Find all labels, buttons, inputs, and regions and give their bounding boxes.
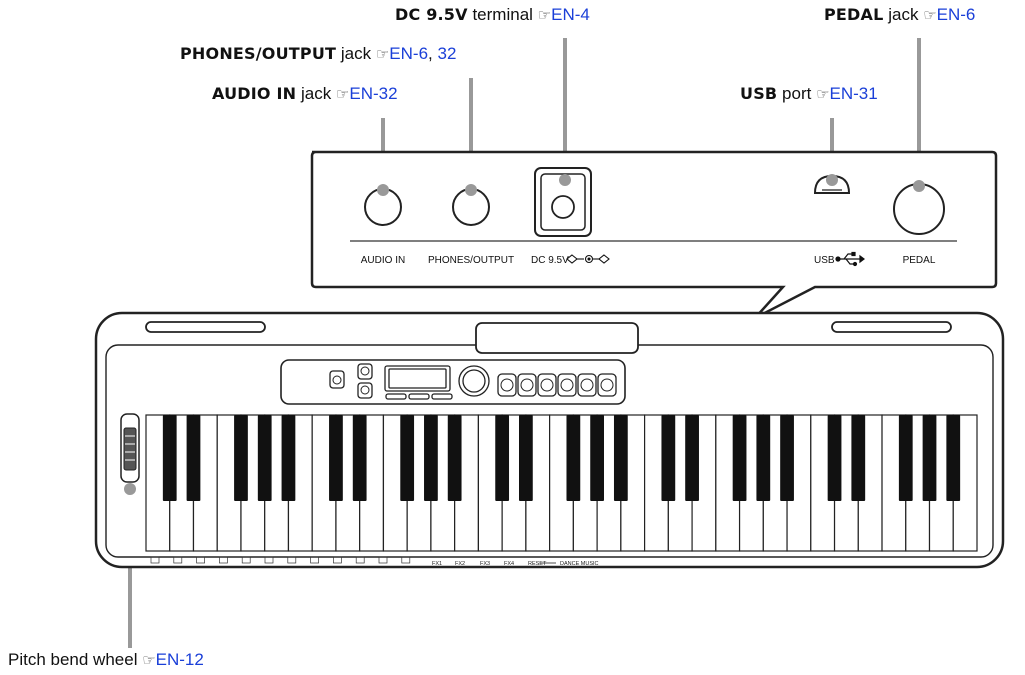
callout-name: PHONES/OUTPUT: [180, 44, 337, 63]
panel-label-dc: DC 9.5V: [531, 255, 569, 266]
reference-hand-icon: ☞: [816, 86, 830, 103]
reference-hand-icon: ☞: [537, 7, 552, 24]
tone-icon: [241, 556, 251, 564]
dc-terminal: [551, 195, 575, 219]
black-key: [352, 415, 367, 501]
black-key: [661, 415, 676, 501]
page-reference-link[interactable]: EN-31: [829, 84, 878, 103]
black-key: [495, 415, 510, 501]
callout-dc-terminal: DC 9.5V terminal ☞EN-4: [395, 5, 590, 24]
black-key: [780, 415, 794, 501]
key-function-label: RESET: [528, 561, 547, 567]
usb-symbol-icon: [835, 251, 865, 267]
black-key: [519, 415, 533, 501]
callout-pedal-jack: PEDAL jack ☞EN-6: [824, 5, 976, 24]
speaker-grille-right: [831, 321, 952, 333]
panel-label-usb: USB: [814, 255, 835, 266]
tone-icon: [333, 556, 342, 564]
black-key: [424, 415, 438, 501]
lcd-display: [384, 365, 451, 392]
reference-hand-icon: ☞: [923, 7, 937, 24]
tone-icon: [264, 556, 274, 564]
reference-hand-icon: ☞: [335, 86, 350, 103]
callout-name: USB: [740, 84, 778, 103]
black-key: [685, 415, 699, 501]
black-key: [329, 415, 343, 501]
callout-name: AUDIO IN: [212, 84, 297, 103]
piano-keys: [145, 414, 978, 552]
page-reference-link[interactable]: EN-32: [349, 84, 398, 103]
black-key: [732, 415, 747, 501]
callout-audio-in-jack: AUDIO IN jack ☞EN-32: [212, 84, 398, 103]
callout-usb-port: USB port ☞EN-31: [740, 84, 878, 103]
leader-dot: [124, 483, 136, 495]
black-key: [400, 415, 415, 501]
page-reference-link[interactable]: EN-6: [389, 44, 429, 63]
tone-icon: [196, 556, 205, 564]
black-key: [827, 415, 842, 501]
rear-panel-callout-box: [310, 150, 998, 320]
black-key: [162, 415, 177, 501]
leader-dot: [559, 174, 571, 186]
page-reference-link[interactable]: EN-4: [551, 5, 590, 24]
black-key: [898, 415, 913, 501]
tone-icon: [150, 556, 160, 564]
panel-label-phones-output: PHONES/OUTPUT: [428, 255, 514, 266]
tone-icon: [401, 556, 411, 564]
black-key: [851, 415, 866, 501]
page-reference-link[interactable]: 32: [437, 44, 457, 63]
page-reference-link[interactable]: EN-6: [936, 5, 976, 24]
black-key: [613, 415, 628, 501]
black-key: [566, 415, 581, 501]
music-stand-slot: [475, 322, 639, 354]
black-key: [281, 415, 296, 501]
key-function-label: FX2: [455, 561, 465, 567]
tone-icon: [378, 556, 388, 564]
tone-icon: [310, 556, 319, 564]
tone-icon: [173, 556, 183, 564]
key-function-label: FX1: [432, 561, 442, 567]
key-function-labels: FX1 FX2 FX3 FX4 RESET DANCE MUSIC: [150, 556, 599, 567]
callout-name: PEDAL: [824, 5, 884, 24]
black-key: [756, 415, 771, 501]
black-key: [447, 415, 462, 501]
key-function-label: DANCE MUSIC: [560, 561, 599, 567]
reference-hand-icon: ☞: [375, 46, 390, 63]
tone-icon: [355, 556, 365, 564]
panel-label-audio-in: AUDIO IN: [361, 255, 405, 266]
pitch-bend-wheel: [123, 427, 137, 471]
tone-icon: [219, 556, 228, 564]
black-key: [257, 415, 272, 501]
key-function-label: FX3: [480, 561, 490, 567]
callout-phones-output-jack: PHONES/OUTPUT jack ☞EN-6, 32: [180, 44, 457, 63]
black-key: [922, 415, 937, 501]
tone-icon: [287, 556, 297, 564]
page-reference-link[interactable]: EN-12: [155, 650, 204, 669]
panel-label-pedal: PEDAL: [903, 255, 936, 266]
dc-polarity-icon: [566, 254, 610, 264]
key-function-label: FX4: [504, 561, 514, 567]
black-key: [590, 415, 604, 501]
callout-name: DC 9.5V: [395, 5, 468, 24]
black-key: [234, 415, 248, 501]
black-key: [946, 415, 961, 501]
reference-hand-icon: ☞: [142, 652, 156, 669]
black-key: [186, 415, 201, 501]
speaker-grille-left: [145, 321, 266, 333]
callout-pitch-bend-wheel: Pitch bend wheel ☞EN-12: [8, 650, 204, 669]
